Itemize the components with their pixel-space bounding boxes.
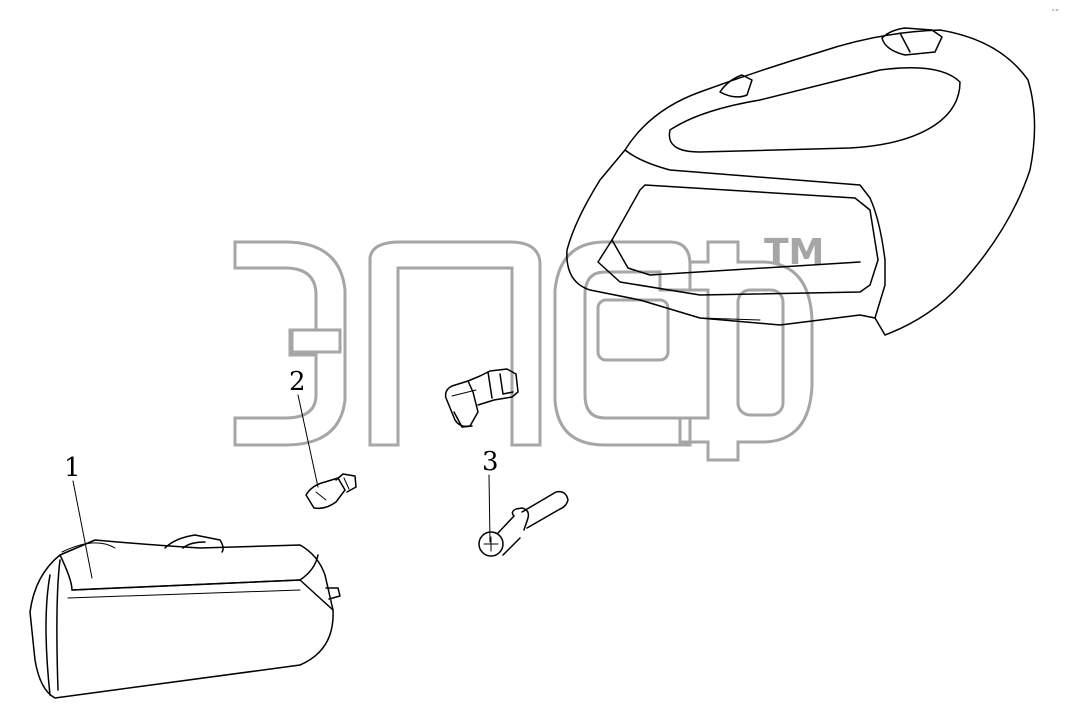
lamp-lens-part: [29, 534, 341, 699]
watermark-bar: [290, 328, 342, 354]
watermark-letter-2: [368, 240, 542, 447]
watermark-letter-1: [233, 240, 347, 447]
corner-mark: ″ ‴: [1052, 9, 1059, 16]
callout-2-leader: [297, 394, 319, 488]
callout-3: 3: [482, 447, 499, 477]
callout-3-leader: [488, 474, 491, 543]
watermark-letter-4: [678, 240, 814, 462]
watermark-inner-4: [736, 288, 785, 417]
watermark-letter-3: [553, 240, 692, 447]
socket-part: [444, 368, 519, 428]
callout-1-leader: [72, 480, 93, 579]
callout-1: 1: [64, 453, 81, 483]
screw-part: [478, 490, 569, 557]
watermark: TM: [233, 232, 824, 462]
lamp-housing-part: [566, 27, 1036, 336]
bulb-part: [305, 473, 357, 510]
callout-2: 2: [289, 367, 306, 397]
watermark-inner-3: [596, 298, 670, 362]
